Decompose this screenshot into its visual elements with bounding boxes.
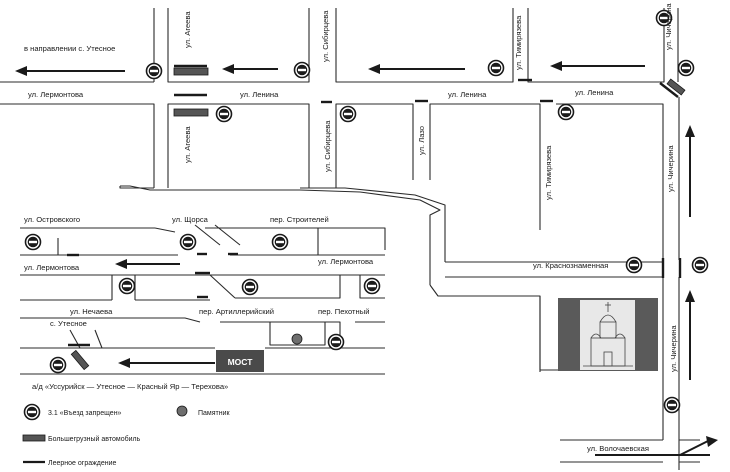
- street-chicherina-top: ул. Чичерина: [664, 3, 673, 50]
- legend-monument-label: Памятник: [198, 410, 231, 417]
- no-entry-sign-icon: [23, 403, 41, 421]
- street-lermontova-top: ул. Лермонтова: [28, 90, 84, 99]
- street-lenina-1: ул. Ленина: [240, 90, 279, 99]
- street-stroiteley: пер. Строителей: [270, 215, 329, 224]
- no-entry-sign-icon: [271, 233, 289, 251]
- no-entry-sign-icon: [625, 256, 643, 274]
- no-entry-sign-icon: [339, 105, 357, 123]
- truck-utesnoe: [70, 349, 90, 371]
- highway-label: а/д «Уссурийск — Утесное — Красный Яр — …: [32, 382, 228, 391]
- no-entry-sign-icon: [363, 277, 381, 295]
- heavy-truck-markers: [70, 67, 686, 371]
- street-lermontova-mid-right: ул. Лермонтова: [318, 257, 374, 266]
- street-labels: в направлении с. Утесное ул. Лермонтова …: [24, 3, 678, 453]
- legend-truck-label: Большегрузный автомобиль: [48, 435, 141, 443]
- street-ageeva-bottom: ул. Агеева: [183, 126, 192, 163]
- village-utesnoe: с. Утесное: [50, 319, 87, 328]
- bridge-label: МОСТ: [228, 357, 254, 367]
- street-krasnoznamennaya: ул. Краснознаменная: [533, 261, 608, 270]
- street-lermontova-mid-left: ул. Лермонтова: [24, 263, 80, 272]
- street-chicherina-low: ул. Чичерина: [669, 325, 678, 372]
- no-entry-sign-icon: [663, 396, 681, 414]
- street-lenina-3: ул. Ленина: [575, 88, 614, 97]
- no-entry-sign-icon: [179, 233, 197, 251]
- no-entry-sign-icon: [293, 61, 311, 79]
- church-block: [558, 298, 658, 371]
- no-entry-sign-icon: [327, 333, 345, 351]
- road-network: [0, 8, 700, 470]
- no-entry-sign-icon: [691, 256, 709, 274]
- direction-note: в направлении с. Утесное: [24, 44, 115, 53]
- truck-ageeva-bottom: [173, 108, 209, 117]
- no-entry-sign-icon: [677, 59, 695, 77]
- street-ostrovskogo: ул. Островского: [24, 215, 80, 224]
- street-lenina-2: ул. Ленина: [448, 90, 487, 99]
- no-entry-sign-icon: [487, 59, 505, 77]
- no-entry-sign-icon: [215, 105, 233, 123]
- truck-legend-swatch: [22, 434, 46, 442]
- street-pekhotny: пер. Пехотный: [318, 307, 369, 316]
- truck-ageeva-top: [173, 67, 209, 76]
- legend: 3.1 «Въезд запрещен» Памятник Большегруз…: [22, 403, 231, 467]
- street-timiryazeva-bottom: ул. Тимирязева: [544, 145, 553, 200]
- street-shchorsa: ул. Щорса: [172, 215, 209, 224]
- legend-barrier-label: Леерное ограждение: [48, 460, 117, 467]
- no-entry-sign-icon: [49, 356, 67, 374]
- street-lazo: ул. Лазо: [417, 126, 426, 155]
- street-timiryazeva-top: ул. Тимирязева: [514, 15, 523, 70]
- street-chicherina-mid: ул. Чичерина: [666, 145, 675, 192]
- no-entry-sign-icon: [241, 278, 259, 296]
- guard-rails: [67, 64, 682, 347]
- street-sibirtseva-top: ул. Сибирцева: [321, 10, 330, 62]
- street-ageeva-top: ул. Агеева: [183, 11, 192, 48]
- truck-chicherina: [666, 78, 686, 96]
- no-entry-sign-icon: [24, 233, 42, 251]
- bridge: МОСТ: [216, 350, 264, 372]
- no-entry-sign-icon: [557, 103, 575, 121]
- legend-no-entry-label: 3.1 «Въезд запрещен»: [48, 410, 122, 417]
- street-volochaevskaya: ул. Волочаевская: [587, 444, 649, 453]
- monument-icon: [176, 405, 188, 417]
- monument-icon: [291, 333, 303, 345]
- traffic-direction-arrows: [15, 61, 718, 456]
- street-nechaeva: ул. Нечаева: [70, 307, 113, 316]
- no-entry-sign-icon: [145, 62, 163, 80]
- street-sibirtseva-bottom: ул. Сибирцева: [323, 120, 332, 172]
- no-entry-sign-icon: [118, 277, 136, 295]
- street-artilleriyskiy: пер. Артиллерийский: [199, 307, 274, 316]
